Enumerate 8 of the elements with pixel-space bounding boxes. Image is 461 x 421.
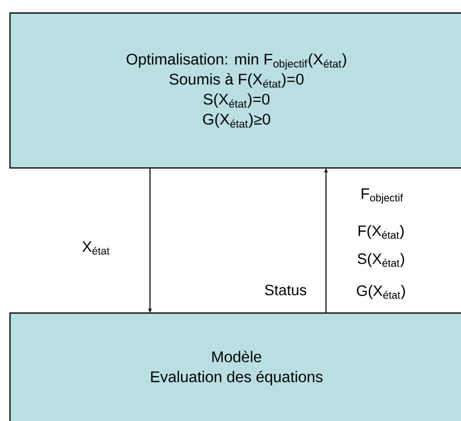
- signal-label: F(X$_{état}$): [358, 225, 404, 239]
- process-box: Optimalisation: min F$_{objectif}$(X$_{état}$) Soumis à F(X$_{état}$)=0 S(X$_{état}$)=0 G(X$_{état}$)≥0: [9, 12, 461, 169]
- signal-label: S(X$_{état}$): [358, 253, 404, 267]
- edge-label: X$_{état}$: [82, 241, 110, 255]
- signal-label: F$_{objectif}$: [362, 188, 403, 204]
- edge-label: Status: [264, 284, 306, 296]
- process-box: Modèle Evaluation des équations: [9, 312, 461, 421]
- signal-label: G(X$_{état}$): [356, 285, 405, 299]
